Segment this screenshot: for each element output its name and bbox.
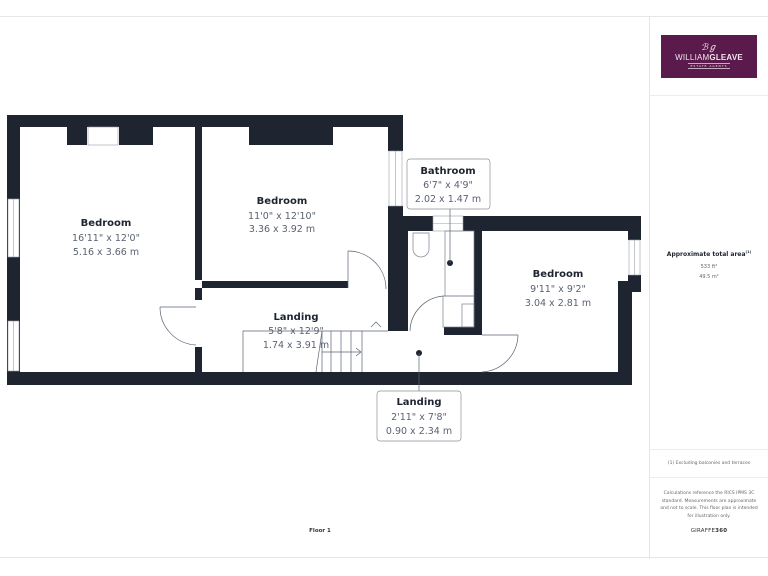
disclaimer-text: Calculations reference the RICS IPMS 3C … [660, 491, 758, 519]
info-sidebar: ℬℊ WILLIAMGLEAVE ESTATE AGENTS Approxima… [650, 17, 768, 559]
room-name: Landing [273, 312, 318, 323]
area-sqft: 533 ft² [700, 264, 718, 270]
area-title: Approximate total area(1) [666, 250, 752, 258]
area-values: 533 ft² 49.5 m² [650, 262, 768, 282]
stairs [242, 321, 388, 373]
footnote: (1) Excluding balconies and terraces [650, 450, 768, 478]
floor-label: Floor 1 [309, 528, 331, 534]
brand-logo: ℬℊ WILLIAMGLEAVE ESTATE AGENTS [661, 34, 757, 78]
room-imperial: 9'11" x 9'2" [530, 284, 586, 295]
floor-plan: Bedroom 16'11" x 12'0" 5.16 x 3.66 m Bed… [7, 115, 641, 442]
room-bedroom-2: Bedroom 11'0" x 12'10" 3.36 x 3.92 m [248, 196, 316, 235]
area-sqm: 49.5 m² [699, 274, 719, 280]
walls [7, 115, 641, 385]
room-landing-1: Landing 5'8" x 12'9" 1.74 x 3.91 m [263, 312, 329, 351]
area-summary: Approximate total area(1) 533 ft² 49.5 m… [650, 96, 768, 450]
room-name: Bedroom [81, 218, 132, 229]
doors [159, 250, 519, 373]
room-bedroom-3: Bedroom 9'11" x 9'2" 3.04 x 2.81 m [525, 269, 591, 309]
brand-name: WILLIAMGLEAVE [675, 53, 743, 62]
disclaimer-section: Calculations reference the RICS IPMS 3C … [650, 478, 768, 536]
room-imperial: 6'7" x 4'9" [423, 180, 473, 191]
room-imperial: 2'11" x 7'8" [391, 412, 447, 423]
room-metric: 5.16 x 3.66 m [73, 247, 139, 258]
room-metric: 1.74 x 3.91 m [263, 340, 329, 351]
room-name: Landing [396, 397, 441, 408]
room-imperial: 16'11" x 12'0" [72, 233, 140, 244]
page-frame: Bedroom 16'11" x 12'0" 5.16 x 3.66 m Bed… [0, 16, 768, 559]
room-landing-2: Landing 2'11" x 7'8" 0.90 x 2.34 m [376, 390, 462, 442]
room-metric: 2.02 x 1.47 m [415, 194, 481, 205]
room-metric: 3.36 x 3.92 m [249, 224, 315, 235]
logo-monogram-icon: ℬℊ [700, 43, 718, 53]
brand-tagline: ESTATE AGENTS [688, 63, 730, 69]
room-metric: 0.90 x 2.34 m [386, 426, 452, 437]
floor-plan-area: Bedroom 16'11" x 12'0" 5.16 x 3.66 m Bed… [0, 17, 650, 559]
room-imperial: 5'8" x 12'9" [268, 326, 324, 337]
room-name: Bedroom [533, 269, 584, 280]
logo-section: ℬℊ WILLIAMGLEAVE ESTATE AGENTS [650, 17, 768, 96]
room-name: Bathroom [420, 166, 475, 177]
room-bathroom: Bathroom 6'7" x 4'9" 2.02 x 1.47 m [406, 158, 491, 210]
room-bedroom-1: Bedroom 16'11" x 12'0" 5.16 x 3.66 m [72, 218, 140, 258]
room-imperial: 11'0" x 12'10" [248, 211, 316, 222]
windows [7, 126, 641, 372]
credit: GIRAFFE360 [690, 528, 728, 534]
room-name: Bedroom [257, 196, 308, 207]
room-metric: 3.04 x 2.81 m [525, 298, 591, 309]
bathroom-fixtures [412, 230, 475, 328]
